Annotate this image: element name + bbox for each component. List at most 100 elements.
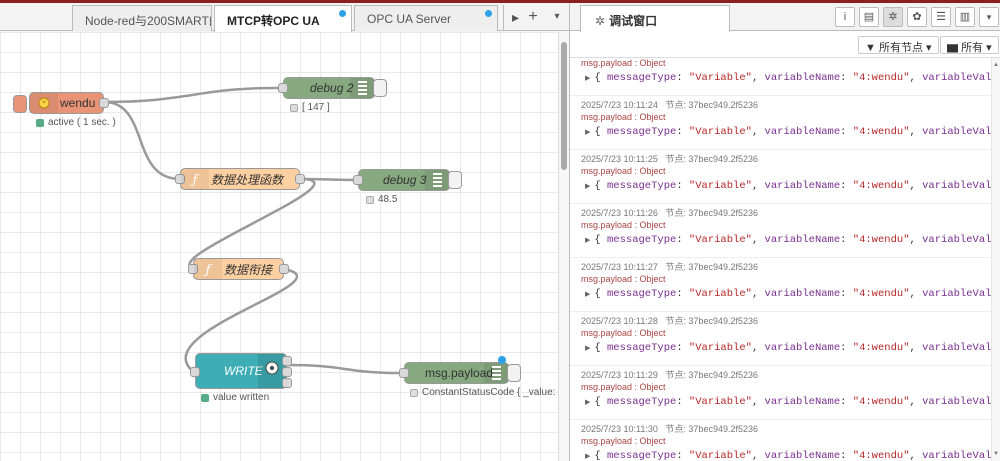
debug-sidebar: ✲调试窗口 i ▤ ✲ ✿ ☰ ▥ ▾ ▼ 所有节点 ▾ ▆ 所有 ▾ msg.… <box>569 3 1000 461</box>
input-port[interactable] <box>278 83 288 93</box>
tab-menu-chevron-icon[interactable]: ▾ <box>554 11 560 22</box>
inject-node-wendu[interactable]: * wendu <box>29 92 109 114</box>
workspace-tabbar: Node-red与200SMART的通 MTCP转OPC UA OPC UA S… <box>0 3 569 32</box>
debug-message-list[interactable]: msg.payload : Object ▶{ messageType: "Va… <box>570 58 991 461</box>
debug-node-3[interactable]: debug 3 <box>353 169 450 191</box>
sidebar-tabbar: ✲调试窗口 i ▤ ✲ ✿ ☰ ▥ ▾ <box>570 3 1000 32</box>
debug-node-msgpayload[interactable]: msg.payload <box>399 362 509 384</box>
msg-node[interactable]: 节点: 37bec949.2f5236 <box>665 154 758 164</box>
node-status: value written <box>201 392 269 403</box>
msg-topic: msg.payload : Object <box>581 274 666 284</box>
add-tab-icon[interactable]: + <box>528 8 538 25</box>
output-port[interactable] <box>99 98 109 108</box>
changed-dot <box>485 10 492 17</box>
output-port-2[interactable] <box>282 367 292 377</box>
filter-nodes-dropdown[interactable]: ▼ 所有节点 ▾ <box>858 36 939 54</box>
msg-object[interactable]: ▶{ messageType: "Variable", variableName… <box>585 288 991 300</box>
database-icon[interactable]: ☰ <box>931 7 951 27</box>
expand-icon: ▶ <box>585 399 591 407</box>
filter-icon: ▼ <box>865 42 876 54</box>
node-status: active ( 1 sec. ) <box>36 117 116 128</box>
scroll-up-icon[interactable]: ▲ <box>993 62 999 68</box>
msg-node[interactable]: 节点: 37bec949.2f5236 <box>665 208 758 218</box>
wire-func2-write <box>184 267 299 375</box>
workspace: Node-red与200SMART的通 MTCP转OPC UA OPC UA S… <box>0 3 569 461</box>
opcua-write-node[interactable]: WRITE <box>190 353 292 389</box>
msg-object[interactable]: ▶{ messageType: "Variable", variableName… <box>585 342 991 354</box>
info-icon[interactable]: i <box>835 7 855 27</box>
msg-node[interactable]: 节点: 37bec949.2f5236 <box>665 316 758 326</box>
list-icon <box>425 170 449 190</box>
wire-wendu-debug2 <box>103 86 284 104</box>
debug-toggle-button[interactable] <box>373 79 387 97</box>
filter-all-dropdown[interactable]: ▆ 所有 ▾ <box>940 36 999 54</box>
tab-opcua-server[interactable]: OPC UA Server <box>354 5 498 31</box>
msg-time: 2025/7/23 10:11:29 <box>581 370 658 380</box>
msg-object[interactable]: ▶{ messageType: "Variable", variableName… <box>585 234 991 246</box>
debug-node-2[interactable]: debug 2 <box>278 77 375 99</box>
tab-label: MTCP转OPC UA <box>227 14 320 28</box>
msg-meta: 2025/7/23 10:11:24 节点: 37bec949.2f5236 <box>581 98 758 111</box>
canvas-scrollbar[interactable] <box>558 32 569 461</box>
msg-object[interactable]: ▶{ messageType: "Variable", variableName… <box>585 180 991 192</box>
flow-canvas[interactable]: * wendu active ( 1 sec. ) debug 2 [ 147 … <box>0 32 569 461</box>
status-dot-icon <box>36 118 44 127</box>
msg-node[interactable]: 节点: 37bec949.2f5236 <box>665 370 758 380</box>
expand-icon: ▶ <box>585 75 591 83</box>
expand-icon: ▶ <box>585 345 591 353</box>
svg-text:*: * <box>42 99 46 108</box>
msg-object[interactable]: ▶{ messageType: "Variable", variableName… <box>585 126 991 138</box>
msg-node[interactable]: 节点: 37bec949.2f5236 <box>665 424 758 434</box>
debug-toggle-button[interactable] <box>448 171 462 189</box>
expand-icon: ▶ <box>585 129 591 137</box>
debug-toggle-button[interactable] <box>507 364 521 382</box>
msg-time: 2025/7/23 10:11:24 <box>581 100 658 110</box>
scroll-tabs-icon[interactable]: ▸ <box>503 5 527 31</box>
tab-label: 调试窗口 <box>609 14 658 28</box>
tab-label: OPC UA Server <box>367 12 452 26</box>
chevron-down-icon[interactable]: ▾ <box>979 7 999 27</box>
msg-topic: msg.payload : Object <box>581 220 666 230</box>
input-port[interactable] <box>175 174 185 184</box>
inject-button[interactable] <box>13 95 27 113</box>
msg-meta: 2025/7/23 10:11:26 节点: 37bec949.2f5236 <box>581 206 758 219</box>
function-node-connect[interactable]: ƒ 数据衔接 <box>188 258 289 280</box>
output-port-1[interactable] <box>282 356 292 366</box>
function-icon: ƒ <box>181 169 209 189</box>
list-icon <box>484 363 508 383</box>
scroll-down-icon[interactable]: ▼ <box>993 451 999 457</box>
book-icon[interactable]: ▤ <box>859 7 879 27</box>
msg-meta: 2025/7/23 10:11:30 节点: 37bec949.2f5236 <box>581 422 758 435</box>
input-port[interactable] <box>399 368 409 378</box>
list-icon <box>350 78 374 98</box>
filter-label: 所有节点 <box>878 42 923 54</box>
sidebar-scrollbar[interactable]: ▲▼ <box>991 58 1000 461</box>
chart-icon[interactable]: ▥ <box>955 7 975 27</box>
msg-meta: 2025/7/23 10:11:28 节点: 37bec949.2f5236 <box>581 314 758 327</box>
function-node-process[interactable]: ƒ 数据处理函数 <box>175 168 305 190</box>
output-port[interactable] <box>279 264 289 274</box>
node-status: [ 147 ] <box>290 102 330 113</box>
msg-object[interactable]: ▶{ messageType: "Variable", variableName… <box>585 450 991 461</box>
bug-icon[interactable]: ✲ <box>883 7 903 27</box>
tab-debug[interactable]: ✲调试窗口 <box>580 5 730 32</box>
msg-object[interactable]: ▶{ messageType: "Variable", variableName… <box>585 396 991 408</box>
output-port[interactable] <box>295 174 305 184</box>
node-label: WRITE <box>224 364 263 378</box>
msg-node[interactable]: 节点: 37bec949.2f5236 <box>665 262 758 272</box>
tab-node-red-200smart[interactable]: Node-red与200SMART的通 <box>72 5 212 31</box>
scrollbar-thumb[interactable] <box>561 42 567 170</box>
input-port[interactable] <box>188 264 198 274</box>
input-port[interactable] <box>190 367 200 377</box>
msg-object[interactable]: ▶{ messageType: "Variable", variableName… <box>585 72 991 84</box>
gear-icon[interactable]: ✿ <box>907 7 927 27</box>
expand-icon: ▶ <box>585 237 591 245</box>
input-port[interactable] <box>353 175 363 185</box>
tab-mtcp-opcua[interactable]: MTCP转OPC UA <box>214 5 352 32</box>
output-port-3[interactable] <box>282 378 292 388</box>
msg-time: 2025/7/23 10:11:25 <box>581 154 658 164</box>
msg-node[interactable]: 节点: 37bec949.2f5236 <box>665 100 758 110</box>
